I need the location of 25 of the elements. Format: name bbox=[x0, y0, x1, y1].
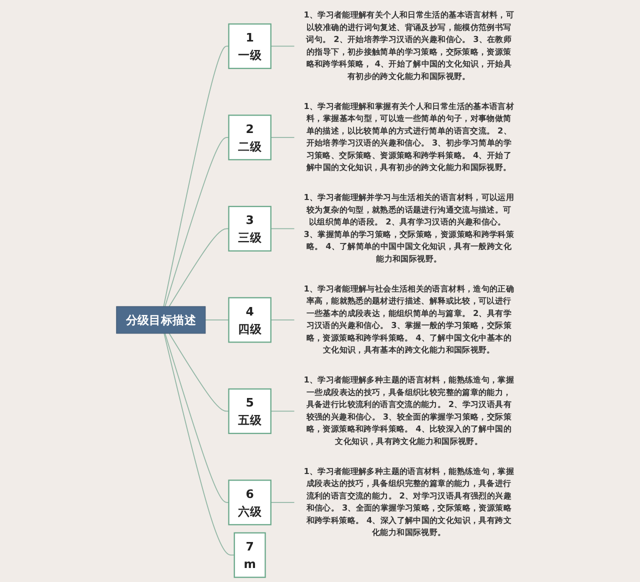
node-box: 1 一级 bbox=[228, 23, 272, 70]
node-box: 3 三级 bbox=[228, 206, 272, 252]
connector bbox=[270, 228, 295, 230]
node-box: 2 二级 bbox=[228, 114, 272, 160]
connector bbox=[163, 46, 230, 307]
node-box: 分级目标描述 bbox=[116, 306, 206, 334]
connector bbox=[270, 410, 295, 412]
node-box: 5 五级 bbox=[228, 388, 272, 434]
node-box: 4 四级 bbox=[228, 297, 272, 343]
connector bbox=[270, 46, 295, 47]
connector bbox=[270, 137, 295, 138]
connector bbox=[168, 332, 230, 412]
node-text: 1、学习者能理解与社会生活相关的语言材料，造句的正确率高，能就熟悉的题材进行描述、解释或比较，可以进行一些基本的成段表达，能组织简单的与篇章。 2、具有学习汉语的兴趣和信心。 3、掌握一般的学习策略，交际策略，资源策略和跨学科策略。 4、了解中国文化中基本的文化知识，具有基本的跨文化能力和国际视野。 bbox=[304, 284, 514, 356]
node-text: 1、学习者能理解有关个人和日常生活的基本语言材料，可以较准确的进行词句复述、背诵及抄写，能模仿范例书写词句。 2、开始培养学习汉语的兴趣和信心。 3、在教师的指导下，初步接触简单的学习策略，交际策略，资源策略和跨学科策略， 4、开始了解中国的文化知识，开始具有初步的跨文化能力和国际视野。 bbox=[304, 10, 514, 82]
node-text: 1、学习者能理解并学习与生活相关的语言材料，可以运用较为复杂的句型，就熟悉的话题进行沟通交流与描述。可以组织简单的语段。 2、具有学习汉语的兴趣和信心。 3、掌握简单的学习策略，交际策略，资源策略和跨学科策略。 4、了解简单的中国中国文化知识，具有一般跨文化能力和国际视野。 bbox=[304, 193, 514, 264]
connector bbox=[168, 228, 230, 307]
node-text: 1、学习者能理解多种主题的语言材料，能熟练造句，掌握成段表达的技巧，具备组织完整的篇章的能力，具备进行流利的语言交流的能力。 2、对学习汉语具有强烈的兴趣和信心。 3、全面的掌握学习策略，交际策略，资源策略和跨学科策略。 4、深入了解中国的文化知识，具有跨文化能力和国际视野。 bbox=[304, 466, 514, 538]
node-box: 6 六级 bbox=[228, 480, 272, 526]
node-box: 7 m bbox=[234, 532, 266, 578]
connector bbox=[270, 502, 295, 503]
connector bbox=[164, 332, 235, 556]
node-text: 1、学习者能理解多种主题的语言材料，能熟练造句，掌握一些成段表达的技巧，具备组织比较完整的篇章的能力，具备进行比较流利的语言交流的能力。 2、学习汉语具有较强的兴趣和信心。 3、较全面的掌握学习策略，交际策略，资源策略和跨学科策略。 4、比较深入的了解中国的文化知识，具有跨文化能力和国际视野。 bbox=[304, 376, 514, 446]
connector bbox=[164, 137, 230, 307]
connector bbox=[164, 332, 230, 503]
node-text: 1、学习者能理解和掌握有关个人和日常生活的基本语言材料，掌握基本句型，可以造一些简单的句子，对事物做简单的描述，以比较简单的方式进行简单的语言交流。 2、开始培养学习汉语的兴趣和信心。 3、初步学习简单的学习策略、交际策略、资源策略和跨学科策略。 4、开始了解中国的文化知识，具有初步的跨文化能力和国际视野。 bbox=[304, 102, 514, 173]
